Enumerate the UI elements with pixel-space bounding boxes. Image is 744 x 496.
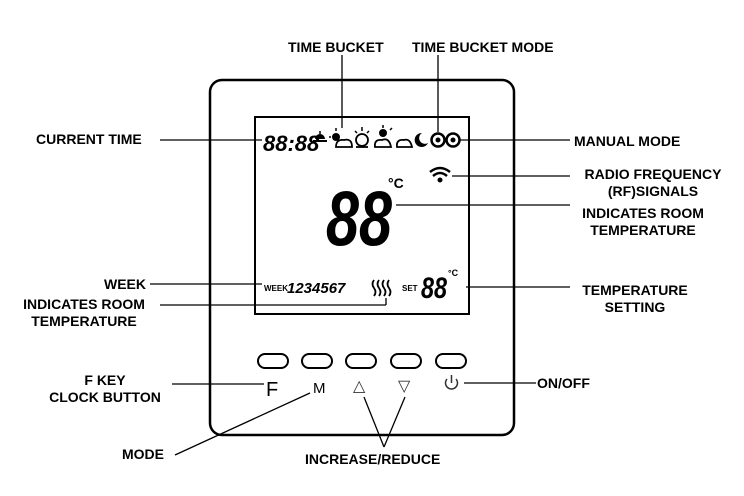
lcd-week-days: 1234567 bbox=[287, 280, 346, 297]
f-button[interactable] bbox=[257, 353, 289, 369]
power-button[interactable] bbox=[435, 353, 467, 369]
label-temperature-setting: TEMPERATURE SETTING bbox=[560, 282, 710, 316]
down-arrow-icon: ▽ bbox=[398, 378, 411, 395]
label-room-temp-right-line1: INDICATES ROOM bbox=[582, 205, 704, 221]
m-key-label: M bbox=[313, 380, 326, 397]
lcd-room-unit: °C bbox=[388, 175, 404, 191]
label-f-key-line1: F KEY bbox=[84, 372, 126, 388]
sun-cloud-icon bbox=[329, 128, 353, 148]
label-mode: MODE bbox=[122, 446, 164, 462]
sunrise-icon bbox=[313, 131, 327, 142]
lcd-room-temperature: 88 bbox=[326, 174, 392, 262]
label-room-temp-right-line2: TEMPERATURE bbox=[590, 222, 696, 238]
lcd-set-prefix: SET bbox=[402, 284, 418, 293]
label-room-temp-left-line2: TEMPERATURE bbox=[31, 313, 137, 329]
label-temperature-setting-line2: SETTING bbox=[604, 299, 666, 315]
label-f-key-line2: CLOCK BUTTON bbox=[49, 389, 161, 405]
f-key-label: F bbox=[266, 379, 278, 401]
sun-icon bbox=[354, 127, 370, 148]
label-room-temp-left-line1: INDICATES ROOM bbox=[23, 296, 145, 312]
power-icon bbox=[444, 375, 459, 390]
lcd-clock: 88:88 bbox=[263, 131, 320, 156]
label-time-bucket-mode: TIME BUCKET MODE bbox=[412, 39, 554, 55]
lcd-set-temperature: 88 bbox=[421, 272, 447, 305]
label-manual-mode: MANUAL MODE bbox=[574, 133, 681, 149]
label-on-off: ON/OFF bbox=[537, 375, 590, 391]
moon-cloud-icon bbox=[395, 132, 428, 148]
label-current-time: CURRENT TIME bbox=[36, 131, 142, 147]
decrease-button[interactable] bbox=[390, 353, 422, 369]
manual-hand-icon bbox=[445, 132, 461, 148]
label-radio-frequency: RADIO FREQUENCY (RF)SIGNALS bbox=[568, 166, 738, 200]
label-f-key: F KEY CLOCK BUTTON bbox=[30, 372, 180, 406]
label-increase-reduce: INCREASE/REDUCE bbox=[305, 451, 441, 467]
label-week: WEEK bbox=[104, 276, 146, 292]
up-arrow-icon: △ bbox=[353, 378, 366, 395]
sun-cloud-icon bbox=[373, 125, 393, 148]
lcd-week-prefix: WEEK bbox=[264, 284, 288, 293]
manual-hand-icon bbox=[430, 132, 446, 148]
lcd-set-unit: °C bbox=[448, 268, 459, 278]
label-room-temp-right: INDICATES ROOM TEMPERATURE bbox=[568, 205, 718, 239]
label-radio-frequency-line1: RADIO FREQUENCY bbox=[584, 166, 722, 182]
label-temperature-setting-line1: TEMPERATURE bbox=[582, 282, 688, 298]
lcd-screen bbox=[254, 116, 470, 315]
heating-icon bbox=[371, 279, 392, 297]
label-time-bucket: TIME BUCKET bbox=[288, 39, 384, 55]
leader-lines bbox=[150, 55, 570, 456]
rf-signal-icon bbox=[429, 166, 451, 183]
label-radio-frequency-line2: (RF)SIGNALS bbox=[607, 183, 699, 199]
label-room-temp-left: INDICATES ROOM TEMPERATURE bbox=[8, 296, 160, 330]
increase-button[interactable] bbox=[345, 353, 377, 369]
mode-button[interactable] bbox=[301, 353, 333, 369]
